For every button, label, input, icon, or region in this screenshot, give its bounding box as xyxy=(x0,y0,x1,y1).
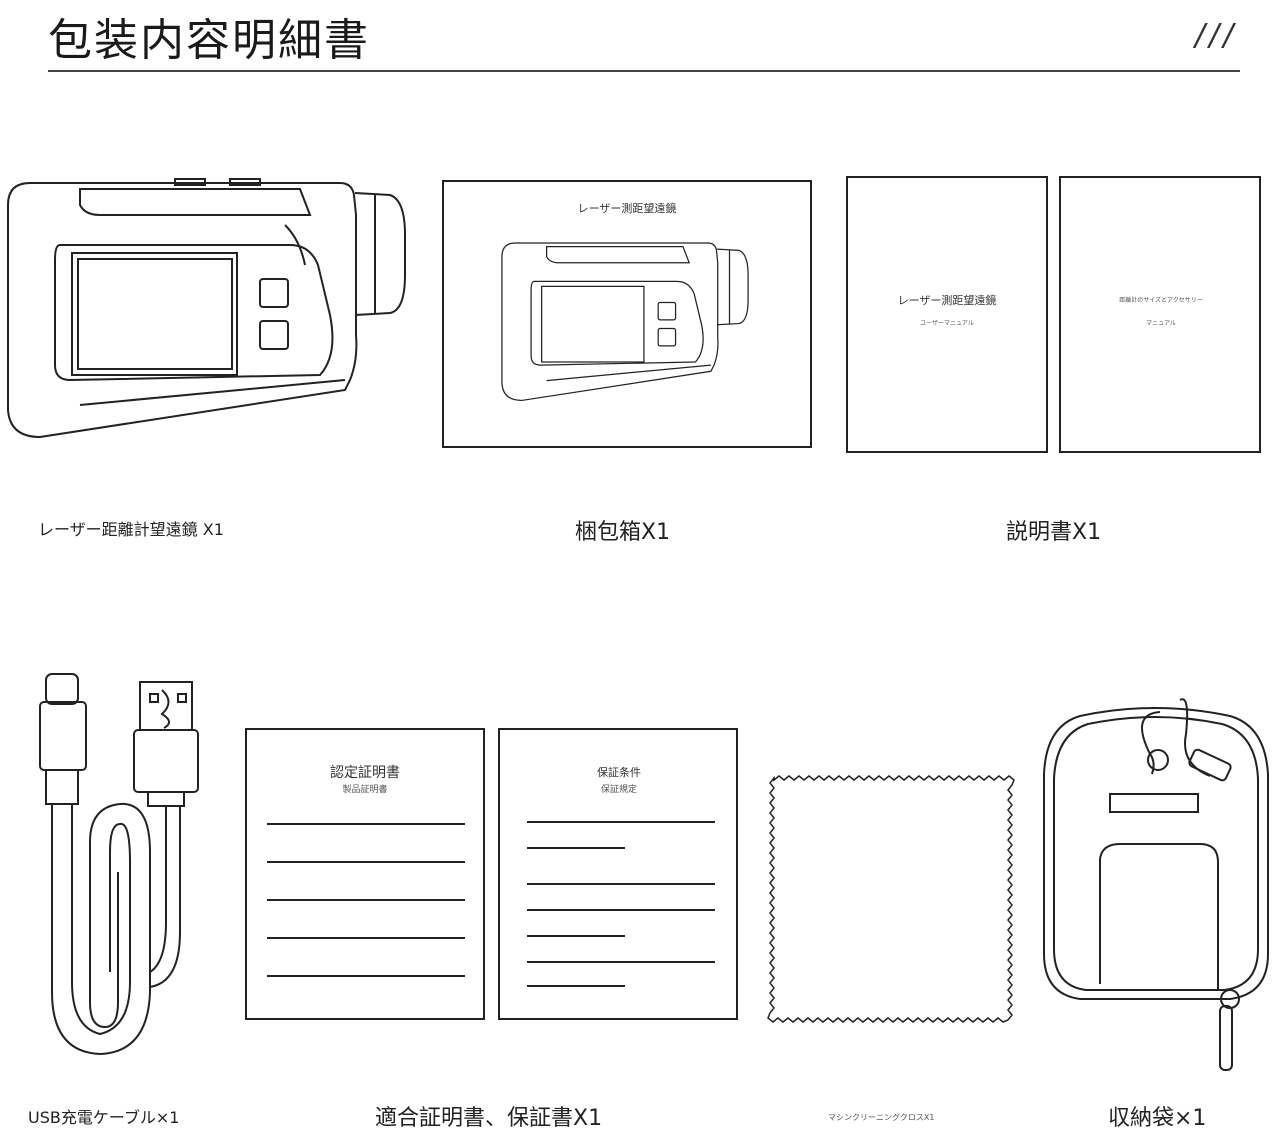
usb-cable-icon xyxy=(39,673,199,1056)
manual-right-subtitle: マニュアル xyxy=(1146,320,1176,327)
header-decoration: /// xyxy=(1195,18,1238,53)
manual-left-title: レーザー測距望遠鏡 xyxy=(897,294,997,307)
manual-caption: 説明書X1 xyxy=(1006,520,1102,545)
packing-box-icon xyxy=(442,180,812,448)
rangefinder-icon xyxy=(7,178,406,439)
packing-box-caption: 梱包箱X1 xyxy=(575,520,671,545)
manual-right-title: 距離計のサイズとアクセサリー xyxy=(1119,297,1203,304)
page-title: 包装内容明細書 xyxy=(48,15,370,66)
certificate-title: 認定証明書 xyxy=(330,765,400,781)
usb-cable-caption: USB充電ケーブル×1 xyxy=(28,1108,180,1127)
rangefinder-caption: レーザー距離計望遠鏡 X1 xyxy=(38,520,224,539)
certificate-subtitle: 製品証明書 xyxy=(342,785,388,795)
certificate-caption: 適合証明書、保証書X1 xyxy=(375,1106,603,1131)
manual-icon xyxy=(846,176,1261,453)
cleaning-cloth-caption: マシンクリーニングクロスX1 xyxy=(828,1113,935,1122)
warranty-title: 保証条件 xyxy=(597,766,641,779)
manual-left-subtitle: ユーザーマニュアル xyxy=(920,320,974,327)
box-label: レーザー測距望遠鏡 xyxy=(577,202,677,215)
header-divider xyxy=(48,70,1240,72)
storage-pouch-caption: 収納袋×1 xyxy=(1108,1106,1207,1131)
storage-pouch-icon xyxy=(1043,698,1269,1071)
cleaning-cloth-icon xyxy=(767,775,1015,1023)
warranty-subtitle: 保証規定 xyxy=(600,785,637,795)
certificate-icon xyxy=(245,728,738,1020)
